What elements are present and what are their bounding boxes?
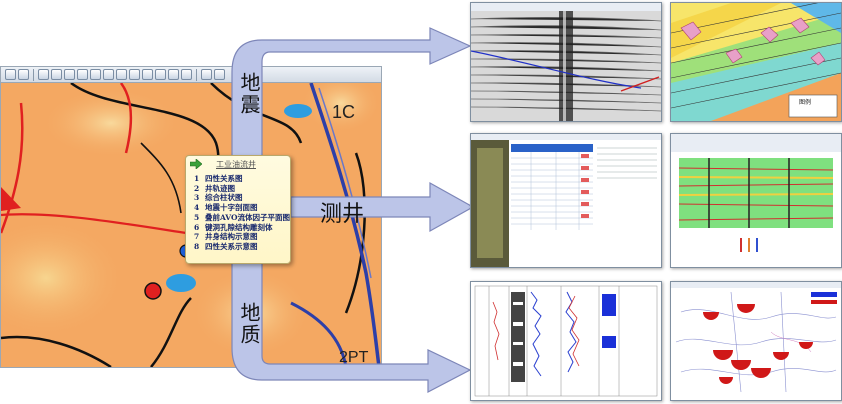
- boundary-marker: [1, 187, 21, 211]
- fault-line: [290, 301, 348, 367]
- contour-line: [1, 335, 112, 367]
- boundary-line: [119, 83, 133, 154]
- crosshair-icon[interactable]: [181, 69, 192, 80]
- logging-arrow: [290, 181, 475, 233]
- magnifier-icon[interactable]: [38, 69, 49, 80]
- map-toolbar: [1, 67, 381, 83]
- arrow-right-icon: [190, 159, 202, 169]
- popup-header: 工业油流井: [186, 156, 290, 172]
- map-shade: [41, 88, 181, 158]
- popup-title: 工业油流井: [216, 159, 256, 169]
- contour-line: [344, 152, 366, 314]
- text-icon[interactable]: [214, 69, 225, 80]
- image-icon[interactable]: [168, 69, 179, 80]
- boundary-line: [1, 102, 24, 234]
- composite-log-thumbnail[interactable]: [470, 281, 662, 401]
- map-label: 2PT: [339, 349, 369, 366]
- well-point[interactable]: [144, 282, 162, 300]
- pie-chart-map-thumbnail[interactable]: [670, 281, 842, 401]
- seismic-arrow: [231, 27, 472, 163]
- contour-line: [210, 83, 303, 144]
- contour-map[interactable]: 1C 2PT: [1, 83, 381, 367]
- layers-icon[interactable]: [155, 69, 166, 80]
- toolbar-separator: [33, 68, 34, 81]
- zoom-in-icon[interactable]: [18, 69, 29, 80]
- toolbar-separator: [196, 68, 197, 81]
- edit-icon[interactable]: [201, 69, 212, 80]
- core-data-thumbnail[interactable]: [470, 133, 662, 268]
- logging-label: 测井: [320, 202, 365, 227]
- geology-label: 地质: [237, 302, 261, 346]
- pan-icon[interactable]: [77, 69, 88, 80]
- grid-icon[interactable]: [64, 69, 75, 80]
- well-correlation-thumbnail[interactable]: [670, 133, 842, 268]
- map-shade: [1, 218, 126, 338]
- seismic-label: 地震: [237, 72, 261, 116]
- cursor-icon[interactable]: [142, 69, 153, 80]
- legend-title: 图例: [799, 98, 811, 106]
- pencil-icon[interactable]: [129, 69, 140, 80]
- geology-arrow: [231, 261, 472, 393]
- well-mark[interactable]: [166, 274, 196, 292]
- measure-icon[interactable]: [116, 69, 127, 80]
- zoom-fit-icon[interactable]: [51, 69, 62, 80]
- boundary-line: [1, 213, 187, 235]
- refresh-icon[interactable]: [90, 69, 101, 80]
- well-mark[interactable]: [284, 104, 312, 118]
- select-icon[interactable]: [103, 69, 114, 80]
- fault-line: [309, 83, 381, 367]
- geological-map-thumbnail[interactable]: 图例: [670, 2, 842, 122]
- contour-line: [150, 297, 192, 367]
- seismic-section-thumbnail[interactable]: [470, 2, 662, 122]
- zoom-out-icon[interactable]: [5, 69, 16, 80]
- fault-line: [318, 87, 372, 279]
- map-label: 1C: [332, 102, 355, 122]
- contour-line: [140, 142, 182, 214]
